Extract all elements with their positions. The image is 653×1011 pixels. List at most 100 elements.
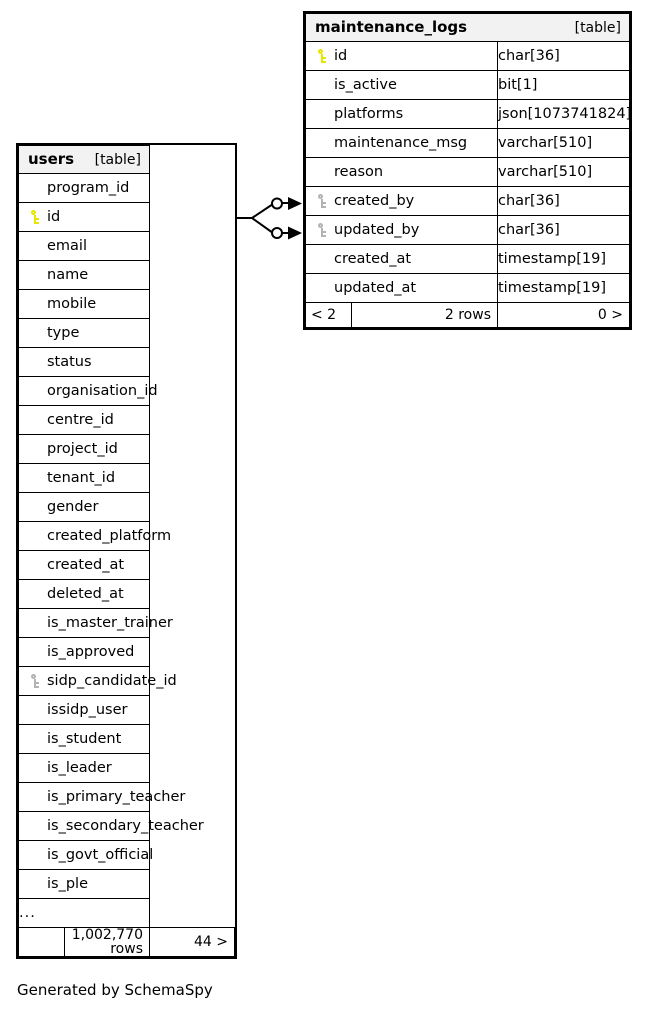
column-name-cell: is_secondary_teacher	[18, 811, 204, 841]
table-row[interactable]: type	[18, 318, 235, 348]
column-name-cell: deleted_at	[18, 579, 150, 609]
footer-prev-count[interactable]	[18, 927, 65, 957]
table-row[interactable]: gender	[18, 492, 235, 522]
table-row[interactable]: name	[18, 260, 235, 290]
column-name: created_platform	[47, 527, 172, 544]
column-name-cell: name	[18, 260, 150, 290]
table-row[interactable]: platforms json[1073741824]	[305, 99, 631, 129]
column-name-cell: is_active	[305, 70, 498, 100]
table-row[interactable]: created_platform	[18, 521, 235, 551]
footer-row-count: 1,002,770 rows	[64, 927, 150, 957]
table-users-header: users [table]	[18, 145, 235, 174]
relationship-arrowhead-updated-by	[288, 226, 302, 240]
table-row[interactable]: program_id	[18, 173, 235, 203]
table-row[interactable]: is_primary_teacher	[18, 782, 235, 812]
table-row[interactable]: id char[36]	[305, 41, 630, 71]
primary-key-icon	[26, 210, 45, 224]
column-type: varchar[510]	[497, 128, 630, 158]
footer-next-count[interactable]: 44 >	[149, 927, 235, 957]
table-row[interactable]: is_master_trainer	[18, 608, 235, 638]
table-row[interactable]: sidp_candidate_id	[18, 666, 235, 696]
column-name-cell: created_platform	[18, 521, 171, 551]
column-name: created_at	[334, 250, 412, 267]
column-name: is_secondary_teacher	[47, 817, 204, 834]
column-name: updated_by	[334, 221, 420, 238]
table-row[interactable]: id	[18, 202, 235, 232]
column-name: issidp_user	[47, 701, 128, 718]
table-row[interactable]: created_at timestamp[19]	[305, 244, 630, 274]
column-name: sidp_candidate_id	[47, 672, 177, 689]
column-name: created_at	[47, 556, 125, 573]
column-name-cell: is_govt_official	[18, 840, 153, 870]
column-name: project_id	[47, 440, 118, 457]
column-name-cell: is_master_trainer	[18, 608, 173, 638]
column-name: program_id	[47, 179, 130, 196]
table-row[interactable]: project_id	[18, 434, 235, 464]
table-row[interactable]: email	[18, 231, 235, 261]
column-type: json[1073741824]	[497, 99, 631, 129]
footer-next-count[interactable]: 0 >	[497, 302, 630, 328]
column-name-cell: is_leader	[18, 753, 150, 783]
table-row[interactable]: is_ple	[18, 869, 235, 899]
column-type: timestamp[19]	[497, 244, 630, 274]
column-name: is_approved	[47, 643, 135, 660]
table-row[interactable]: is_secondary_teacher	[18, 811, 235, 841]
table-row[interactable]: is_govt_official	[18, 840, 235, 870]
column-name: platforms	[334, 105, 404, 122]
column-name-cell: program_id	[18, 173, 150, 203]
table-row[interactable]: status	[18, 347, 235, 377]
column-name-cell: is_student	[18, 724, 150, 754]
column-name-cell: reason	[305, 157, 498, 187]
table-row[interactable]: updated_by char[36]	[305, 215, 630, 245]
table-row[interactable]: tenant_id	[18, 463, 235, 493]
primary-key-icon	[313, 49, 332, 63]
column-name-cell: is_ple	[18, 869, 150, 899]
table-row[interactable]: issidp_user	[18, 695, 235, 725]
table-row[interactable]: mobile	[18, 289, 235, 319]
column-name-cell: status	[18, 347, 150, 377]
column-name-cell: gender	[18, 492, 150, 522]
table-row[interactable]: is_approved	[18, 637, 235, 667]
column-name: organisation_id	[47, 382, 158, 399]
column-type: char[36]	[497, 215, 630, 245]
column-name: id	[334, 47, 348, 64]
table-row[interactable]: centre_id	[18, 405, 235, 435]
column-name-cell: id	[18, 202, 150, 232]
column-name: status	[47, 353, 92, 370]
table-row[interactable]: deleted_at	[18, 579, 235, 609]
table-row[interactable]: is_student	[18, 724, 235, 754]
foreign-key-icon	[313, 194, 332, 208]
relationship-arrowhead-created-by	[288, 197, 302, 210]
column-name: deleted_at	[47, 585, 124, 602]
relationship-optional-marker-created-by	[271, 197, 283, 210]
relationship-line-updated-by	[251, 217, 274, 234]
column-type: timestamp[19]	[497, 273, 630, 303]
column-name-cell: created_at	[305, 244, 498, 274]
table-row[interactable]: is_leader	[18, 753, 235, 783]
table-row[interactable]: organisation_id	[18, 376, 235, 406]
column-name: id	[47, 208, 61, 225]
table-maintenance-logs-name: maintenance_logs	[315, 18, 468, 36]
column-name-cell: organisation_id	[18, 376, 158, 406]
column-name-cell: issidp_user	[18, 695, 150, 725]
foreign-key-icon	[26, 674, 45, 688]
table-row[interactable]: created_at	[18, 550, 235, 580]
column-name: mobile	[47, 295, 97, 312]
column-name-cell: email	[18, 231, 150, 261]
column-name: is_leader	[47, 759, 112, 776]
column-type: char[36]	[497, 41, 630, 71]
table-users-tag: [table]	[94, 151, 141, 168]
column-name: email	[47, 237, 87, 254]
column-name-cell: type	[18, 318, 150, 348]
footer-prev-count[interactable]: < 2	[305, 302, 352, 328]
column-type: varchar[510]	[497, 157, 630, 187]
